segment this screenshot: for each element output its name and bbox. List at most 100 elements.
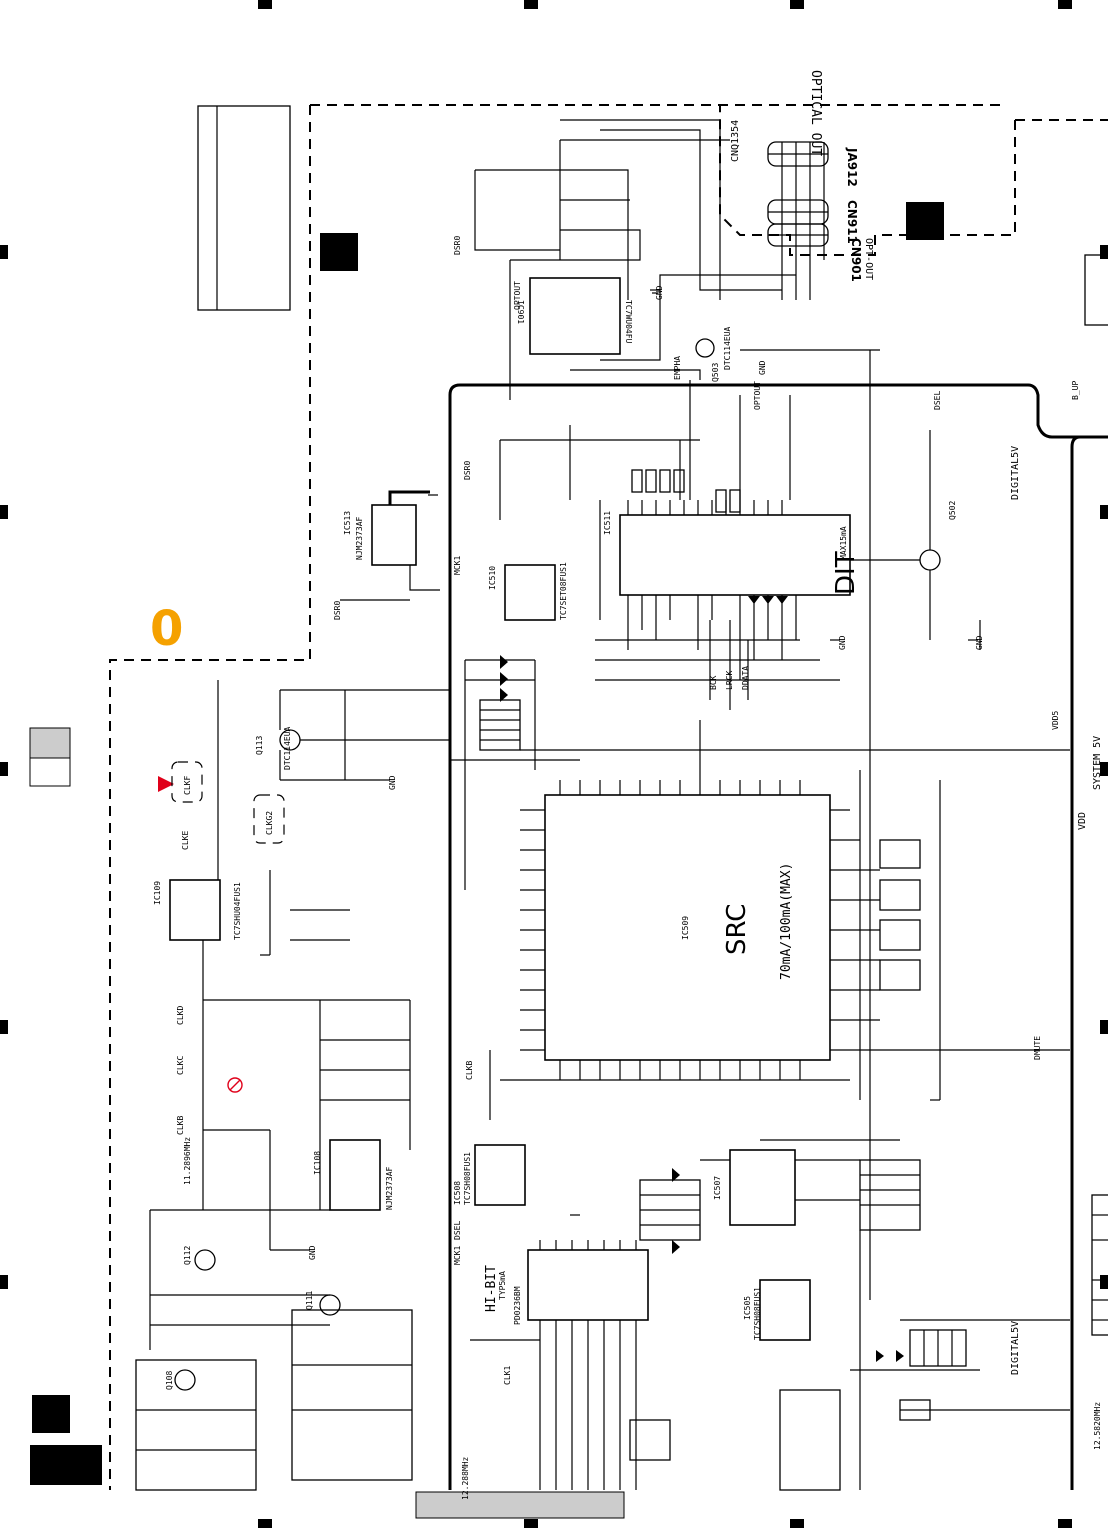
ic508-part: TC7SH08FUS1: [463, 1152, 472, 1205]
opt-out-label: OPT-OUT: [863, 238, 874, 280]
q502-ref: Q502: [948, 501, 957, 520]
ic505-chip: [759, 1279, 811, 1341]
xtal-label-2: 12.288MHz: [461, 1456, 470, 1500]
q108-ref: Q108: [165, 1371, 174, 1390]
clkf-testpoint: [171, 761, 203, 803]
gnd-label-5: GND: [308, 1245, 317, 1260]
q112-ref: Q112: [183, 1246, 192, 1265]
dsel-label-low: DSEL: [453, 1221, 462, 1240]
cn911-label: CN911: [845, 200, 859, 244]
ic109-chip: [169, 879, 221, 941]
clkd-label: CLKD: [176, 1006, 185, 1025]
src-pins: [489, 780, 1070, 1120]
dsr0-label-top: DSR0: [453, 236, 462, 255]
gnd-symbols: [260, 289, 978, 1251]
gnd-label-4: GND: [975, 635, 984, 650]
white-tab: [29, 757, 71, 787]
dit-arrow-2: [762, 596, 774, 604]
grey-tab: [29, 727, 71, 759]
q503-transistor: [695, 338, 715, 358]
orange-marker: 0: [150, 601, 183, 657]
cnq1354-label: CNQ1354: [730, 120, 741, 162]
hibit-typ: TYP5mA: [498, 1271, 507, 1300]
gnd-label-3: GND: [388, 775, 397, 790]
mck1-label-top: MCK1: [453, 556, 462, 575]
ic506-part: PD0236BM: [513, 1286, 522, 1325]
no-mount-icon: [227, 1077, 243, 1093]
src-label: SRC: [722, 904, 752, 955]
ic505-ref: IC505: [743, 1296, 752, 1320]
digital5v-top: DIGITAL5V: [1010, 446, 1021, 500]
gnd-label-1: GND: [655, 285, 664, 300]
ic901-chip: [529, 277, 621, 355]
hibit-label: HI-BIT: [484, 1265, 499, 1312]
dashed-boundary: [109, 104, 1108, 1490]
q113-part: DTC114EUA: [283, 726, 292, 770]
ddata-label: DDATA: [741, 666, 750, 690]
dit-arrow-3: [776, 596, 788, 604]
q111-ref: Q111: [305, 1291, 314, 1310]
ic513-wiring: [340, 490, 440, 601]
dsel-label-top: DSEL: [933, 391, 942, 410]
ic508-chip: [474, 1144, 526, 1206]
ic109-part: TC7SHU04FUS1: [233, 882, 242, 940]
right-edge-box: [1084, 254, 1108, 1336]
jack-label: JA912: [845, 147, 859, 187]
dit-label: DIT: [831, 551, 861, 595]
clock-wiring: [149, 870, 411, 1350]
ic513-ref: IC513: [343, 511, 352, 535]
red-arrow-icon: [158, 776, 174, 792]
q113-ref: Q113: [255, 736, 264, 755]
mck1-label-low: MCK1: [453, 1246, 462, 1265]
src-current: 70mA/100mA(MAX): [779, 863, 794, 980]
optical-connector: [767, 141, 829, 300]
cn901-label: CN901: [849, 238, 863, 282]
q503-part: DTC114EUA: [723, 326, 732, 370]
bck-label: BCK: [709, 675, 718, 690]
ic507-chip: [729, 1149, 796, 1226]
ic513-chip: [371, 504, 417, 566]
block-marker-3: [32, 1395, 70, 1433]
digital5v-bottom: DIGITAL5V: [1010, 1321, 1021, 1375]
ic510-ref: IC510: [488, 566, 497, 590]
ic508-ref: IC508: [453, 1181, 462, 1205]
block-marker-4: [30, 1445, 102, 1485]
ic505-part: TC7SH08FUS1: [753, 1287, 762, 1340]
dmute-label: DMUTE: [1033, 1036, 1042, 1060]
dit-current: MAX15mA: [839, 526, 848, 560]
xtal-label: 11.2896MHz: [183, 1137, 192, 1185]
ic513-part: NJM2373AF: [355, 516, 364, 560]
ic901-part: TC7WU04FU: [624, 300, 633, 344]
q503-ref: Q503: [711, 363, 720, 382]
clkf-label: CLKF: [183, 776, 192, 795]
dsr0-label-left: DSR0: [333, 601, 342, 620]
block-marker-2: [906, 202, 944, 240]
ic108-chip: [329, 1139, 381, 1211]
clke-label: CLKE: [181, 831, 190, 850]
b-up-label: B_UP: [1071, 381, 1080, 400]
ic507-resistor-pack: [639, 1139, 900, 1254]
lower-left-transistors: [135, 1249, 413, 1491]
gnd-label-2: GND: [838, 635, 847, 650]
clkc-label: CLKC: [176, 1056, 185, 1075]
bottom-grey-tab: [415, 1491, 625, 1519]
system5v-label: SYSTEM 5V: [1092, 736, 1103, 790]
ic506-chip: [527, 1249, 649, 1321]
ic511-dit-chip: [619, 514, 851, 596]
src-right-components: [859, 620, 981, 1100]
vdd5-label: VDD5: [1051, 711, 1060, 730]
emph-label: EMPHA: [673, 356, 682, 380]
optical-out-label: OPTICAL OUT: [808, 70, 823, 156]
ic510-chip: [504, 564, 556, 621]
ic109-ref: IC109: [153, 881, 162, 905]
q113-transistor: [217, 680, 450, 900]
dit-arrow-1: [748, 596, 760, 604]
ic507-ref: IC507: [713, 1176, 722, 1200]
ic108-ref: IC108: [313, 1151, 322, 1175]
ic509-src-chip: [544, 794, 831, 1061]
dit-resistor-stack: [499, 395, 791, 620]
xtal-label-3: 12.5820MHz: [1093, 1402, 1102, 1450]
